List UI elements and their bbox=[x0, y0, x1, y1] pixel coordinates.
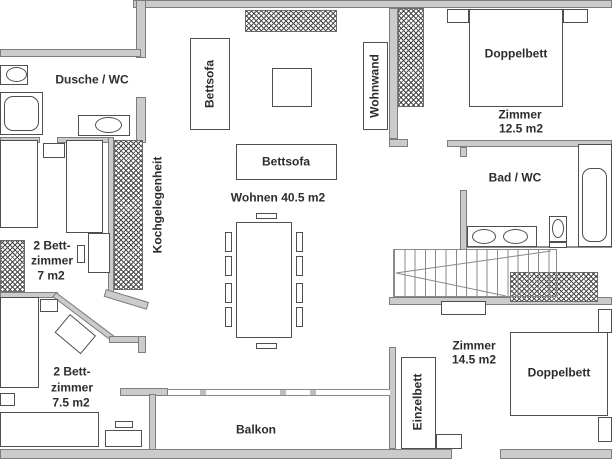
chair-right-3 bbox=[296, 283, 303, 303]
kitchen-counter bbox=[114, 140, 143, 290]
sink-bad-2 bbox=[503, 229, 528, 244]
wardrobe-zimmer125 bbox=[398, 8, 424, 107]
label-wohnen: Wohnen 40.5 m2 bbox=[230, 190, 326, 205]
bettsofa-2-box bbox=[236, 144, 337, 180]
label-zimmer125-name: Zimmer bbox=[498, 107, 542, 122]
toilet-bad-base bbox=[549, 242, 567, 248]
label-kochgelegenheit: Kochgelegenheit bbox=[150, 156, 165, 254]
label-bettsofa-2: Bettsofa bbox=[261, 154, 311, 169]
wall-top bbox=[133, 0, 612, 8]
label-balkon: Balkon bbox=[235, 422, 277, 437]
wall-balcony-solid bbox=[120, 388, 168, 396]
toilet-wc-bowl bbox=[95, 117, 122, 133]
nightstand-7m2 bbox=[43, 143, 65, 158]
coffee-table bbox=[272, 68, 312, 107]
doppelbett-2-box bbox=[510, 332, 608, 416]
wall-bottom-a bbox=[0, 449, 452, 459]
wall-living-left-upper bbox=[136, 0, 146, 58]
chair-left-2 bbox=[225, 256, 232, 276]
label-bett75-line1: 2 Bett- bbox=[53, 364, 91, 379]
desk-7m2 bbox=[88, 233, 110, 273]
nightstand-75m2-top bbox=[40, 299, 58, 312]
bed2-7m2 bbox=[66, 140, 103, 233]
wall-bottom-b bbox=[500, 449, 612, 459]
wohnwand-box bbox=[363, 42, 388, 130]
toilet-dusche-bowl bbox=[6, 67, 27, 82]
chair-right-1 bbox=[296, 232, 303, 252]
label-zimmer145-name: Zimmer bbox=[452, 338, 496, 353]
bed-left-75m2 bbox=[0, 297, 39, 388]
wall-bad-door-tick bbox=[460, 147, 467, 157]
window-divider bbox=[280, 390, 286, 395]
label-bett75-line3: 7.5 m2 bbox=[52, 395, 90, 410]
nightstand-75m2-2 bbox=[0, 393, 15, 406]
chair-left-4 bbox=[225, 307, 232, 327]
window-divider bbox=[200, 390, 206, 395]
label-bett7-line3: 7 m2 bbox=[37, 268, 65, 283]
nightstand-z145-top bbox=[598, 309, 612, 333]
label-doppelbett-2: Doppelbett bbox=[527, 365, 591, 380]
staircase bbox=[393, 249, 557, 297]
sink-bad-1 bbox=[472, 229, 496, 244]
door-stairs bbox=[441, 301, 486, 315]
wall-divider-foot bbox=[389, 139, 408, 147]
chair-right-4 bbox=[296, 307, 303, 327]
label-bett7-line1: 2 Bett- bbox=[33, 238, 71, 253]
nightstand-z125-right bbox=[563, 9, 588, 23]
wall-living-left-mid bbox=[136, 97, 146, 143]
label-doppelbett-1: Doppelbett bbox=[484, 46, 548, 61]
wall-arm-cap bbox=[138, 336, 146, 353]
nightstand-z125-left bbox=[447, 9, 469, 23]
wardrobe-living-top bbox=[245, 10, 337, 32]
bettsofa-1-box bbox=[190, 38, 230, 130]
label-bett75-line2: zimmer bbox=[50, 380, 94, 395]
door-7m2 bbox=[77, 245, 85, 263]
wall-kitchen-cap bbox=[103, 289, 150, 310]
label-bad-wc: Bad / WC bbox=[488, 170, 542, 185]
dining-table bbox=[236, 222, 292, 338]
window-divider bbox=[310, 390, 316, 395]
toilet-bad-bowl bbox=[552, 219, 564, 238]
shelf-75m2 bbox=[115, 421, 133, 428]
wall-divider bbox=[389, 8, 398, 139]
label-einzelbett: Einzelbett bbox=[410, 373, 425, 431]
wall-zimmer145-left bbox=[389, 347, 396, 449]
stairs-walkline bbox=[395, 250, 552, 297]
label-dusche-wc: Dusche / WC bbox=[55, 72, 129, 87]
bathtub-inner bbox=[582, 168, 607, 242]
doppelbett-1-box bbox=[469, 9, 563, 107]
einzelbett-box bbox=[401, 357, 436, 449]
chair-left-1 bbox=[225, 232, 232, 252]
bed1-7m2 bbox=[0, 140, 38, 228]
chair-right-2 bbox=[296, 256, 303, 276]
label-wohnwand: Wohnwand bbox=[367, 54, 382, 118]
wardrobe-7m2 bbox=[0, 240, 25, 292]
bad-floor-line bbox=[467, 246, 612, 248]
nightstand-z145-bottom bbox=[598, 417, 612, 442]
chair-top bbox=[256, 213, 277, 219]
wall-bad-inner bbox=[460, 190, 467, 250]
label-zimmer145-size: 14.5 m2 bbox=[451, 352, 497, 367]
cabinet-75m2 bbox=[105, 430, 142, 447]
wall-dusche-top bbox=[0, 49, 141, 57]
chair-bottom bbox=[256, 343, 277, 349]
nightstand-einzelbett bbox=[436, 434, 462, 449]
label-zimmer125-size: 12.5 m2 bbox=[498, 121, 544, 136]
bed-bottom-75m2 bbox=[0, 412, 99, 447]
shower-tray bbox=[4, 96, 39, 131]
wall-balcony-left bbox=[149, 394, 156, 454]
label-bett7-line2: zimmer bbox=[30, 253, 74, 268]
chair-left-3 bbox=[225, 283, 232, 303]
balcony-window-wall bbox=[168, 389, 390, 396]
label-bettsofa-1: Bettsofa bbox=[202, 59, 217, 109]
